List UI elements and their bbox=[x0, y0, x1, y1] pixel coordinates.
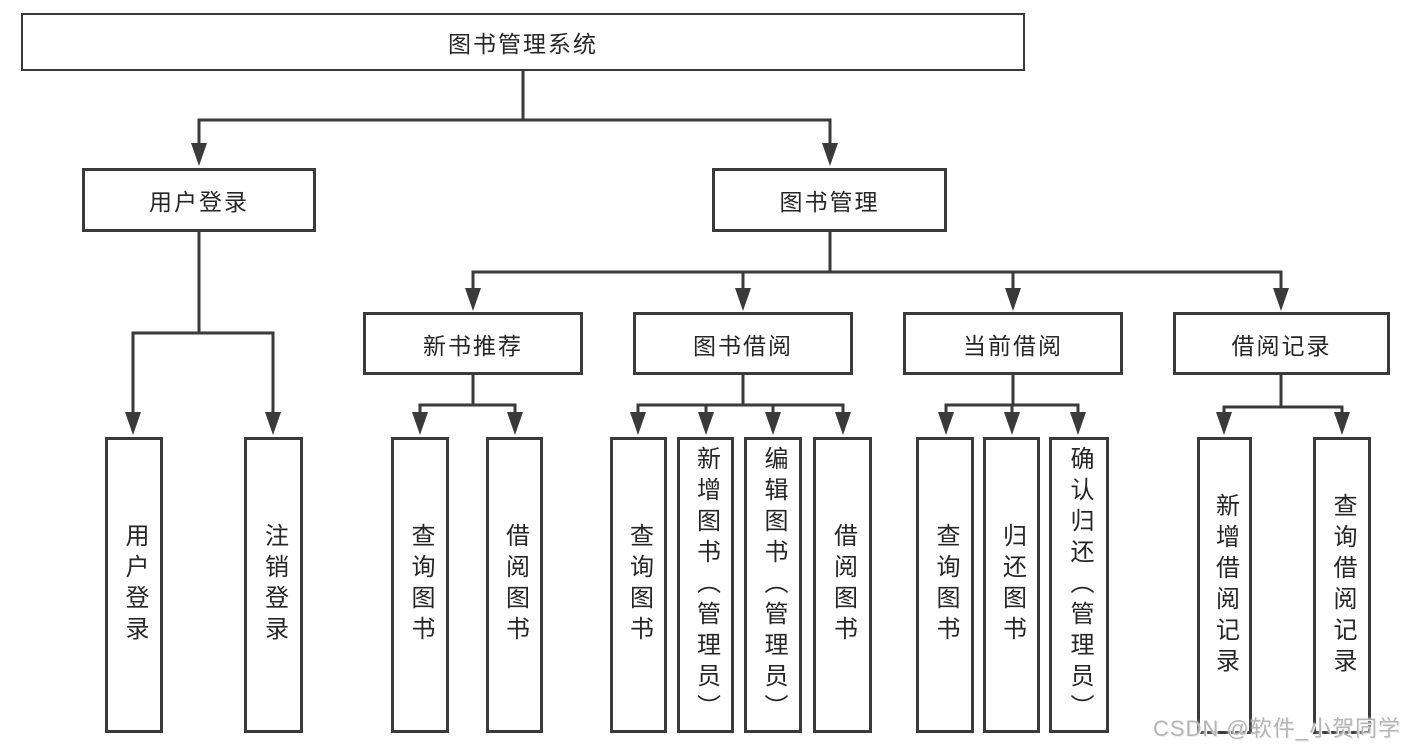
node-label: 用户登录 bbox=[121, 523, 148, 647]
node-label: 确认归还（管理员） bbox=[1066, 445, 1093, 725]
leaf-logout: 注销登录 bbox=[244, 437, 303, 733]
node-label: 借阅图书 bbox=[501, 523, 529, 647]
leaf-borrow-books-2: 借阅图书 bbox=[813, 437, 872, 733]
leaf-borrow-books-1: 借阅图书 bbox=[486, 437, 543, 733]
leaf-search-books-1: 查询图书 bbox=[391, 437, 449, 733]
node-current-borrowing: 当前借阅 bbox=[903, 312, 1123, 375]
node-label: 注销登录 bbox=[260, 523, 288, 647]
node-label: 新书推荐 bbox=[423, 332, 523, 359]
node-label: 编辑图书（管理员） bbox=[760, 445, 787, 725]
node-new-book-recommendation: 新书推荐 bbox=[363, 312, 583, 375]
node-label: 借阅图书 bbox=[829, 523, 857, 647]
node-label: 图书管理系统 bbox=[448, 31, 598, 57]
node-label: 查询图书 bbox=[625, 523, 653, 647]
csdn-watermark: CSDN @软件_小贺同学 bbox=[1152, 716, 1401, 741]
arrowhead-icons bbox=[125, 143, 1350, 435]
node-label: 当前借阅 bbox=[963, 332, 1063, 359]
node-borrowing-records: 借阅记录 bbox=[1173, 312, 1390, 375]
node-label: 归还图书 bbox=[998, 523, 1026, 647]
leaf-edit-books-admin: 编辑图书（管理员） bbox=[744, 437, 802, 733]
node-label: 图书借阅 bbox=[693, 332, 793, 359]
leaf-confirm-return-admin: 确认归还（管理员） bbox=[1049, 437, 1109, 733]
leaf-add-books-admin: 新增图书（管理员） bbox=[677, 437, 734, 733]
leaf-add-borrow-record: 新增借阅记录 bbox=[1197, 437, 1252, 734]
node-label: 新增图书（管理员） bbox=[692, 445, 720, 725]
node-label: 用户登录 bbox=[149, 189, 249, 215]
node-user-login: 用户登录 bbox=[82, 168, 316, 232]
node-book-management: 图书管理 bbox=[712, 168, 947, 232]
leaf-search-books-3: 查询图书 bbox=[916, 437, 974, 733]
node-label: 查询借阅记录 bbox=[1329, 492, 1356, 679]
leaf-search-books-2: 查询图书 bbox=[610, 437, 667, 733]
node-label: 查询图书 bbox=[932, 523, 959, 647]
node-book-borrowing: 图书借阅 bbox=[633, 312, 853, 375]
node-label: 借阅记录 bbox=[1231, 332, 1332, 359]
leaf-search-borrow-record: 查询借阅记录 bbox=[1313, 437, 1371, 734]
node-label: 新增借阅记录 bbox=[1211, 492, 1239, 679]
node-label: 图书管理 bbox=[779, 189, 880, 215]
leaf-user-login: 用户登录 bbox=[105, 437, 163, 733]
leaf-return-books: 归还图书 bbox=[983, 437, 1040, 733]
node-label: 查询图书 bbox=[407, 523, 434, 647]
node-library-management-system: 图书管理系统 bbox=[21, 13, 1025, 71]
